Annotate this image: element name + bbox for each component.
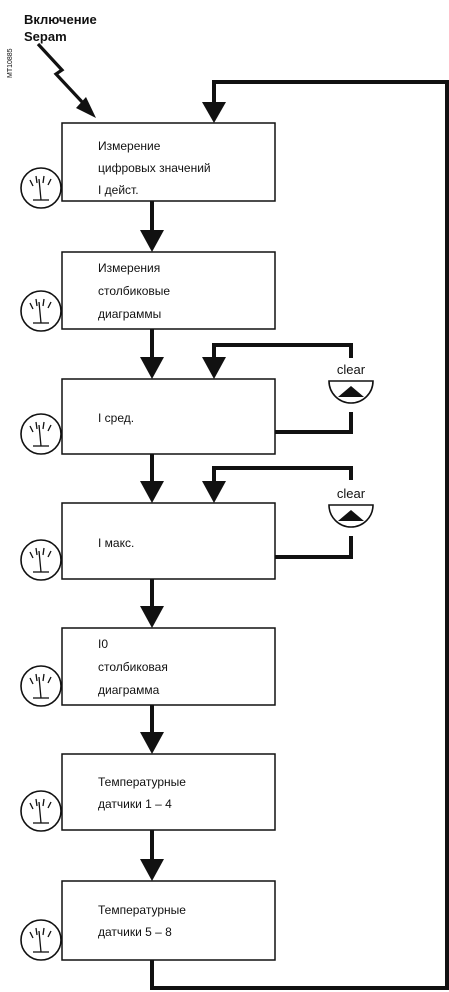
clear-button-label: clear: [337, 486, 366, 501]
menu-step-2: Измерения столбиковые диаграммы: [20, 251, 276, 332]
clear-button-label: clear: [337, 362, 366, 377]
power-on-label-line1: Включение: [24, 12, 97, 27]
step-label-line: Измерения: [98, 261, 160, 275]
step-label-line: Температурные: [98, 775, 186, 789]
step-label-line: I сред.: [98, 411, 134, 425]
flow-arrow: [140, 579, 164, 628]
flow-arrow: [140, 454, 164, 503]
step-label-line: I дейст.: [98, 183, 139, 197]
step-box: [61, 378, 276, 455]
analog-meter-icon: [20, 167, 62, 209]
step-label-line: диаграммы: [98, 307, 161, 321]
step-label-line: датчики 1 – 4: [98, 797, 172, 811]
step-box: [61, 251, 276, 330]
step-label-line: Температурные: [98, 903, 186, 917]
step-label-line: столбиковые: [98, 284, 170, 298]
menu-step-5: I0 столбиковая диаграмма: [20, 627, 276, 707]
step-label-line: цифровых значений: [98, 161, 211, 175]
step-box: [61, 122, 276, 202]
step-box: [61, 880, 276, 961]
clear-button[interactable]: clear: [328, 362, 374, 404]
clear-loop-line: [202, 466, 353, 559]
figure-code: MT10885: [7, 48, 14, 78]
power-on-label-line2: Sepam: [24, 29, 67, 44]
step-box: [61, 753, 276, 831]
flow-arrow: [140, 201, 164, 252]
menu-step-3: I сред.: [20, 378, 276, 455]
analog-meter-icon: [20, 539, 62, 581]
triangle-up-icon: [338, 510, 364, 521]
step-label-line: датчики 5 – 8: [98, 925, 172, 939]
step-label-line: I0: [98, 637, 108, 651]
clear-loop-line: [202, 343, 353, 434]
step-label-line: I макс.: [98, 536, 134, 550]
menu-step-4: I макс.: [20, 502, 276, 581]
analog-meter-icon: [20, 919, 62, 961]
analog-meter-icon: [20, 413, 62, 455]
lightning-bolt-icon: [36, 42, 96, 118]
menu-step-1: Измерение цифровых значений I дейст.: [20, 122, 276, 209]
step-box: [61, 627, 276, 706]
step-label-line: Измерение: [98, 139, 161, 153]
flow-arrow: [140, 329, 164, 379]
analog-meter-icon: [20, 665, 62, 707]
analog-meter-icon: [20, 290, 62, 332]
return-loop-line: [150, 80, 449, 990]
step-box: [61, 502, 276, 580]
menu-step-7: Температурные датчики 5 – 8: [20, 880, 276, 961]
menu-step-6: Температурные датчики 1 – 4: [20, 753, 276, 832]
step-label-line: столбиковая: [98, 660, 168, 674]
flow-arrow: [140, 830, 164, 881]
step-label-line: диаграмма: [98, 683, 160, 697]
triangle-up-icon: [338, 386, 364, 397]
clear-button[interactable]: clear: [328, 486, 374, 528]
analog-meter-icon: [20, 790, 62, 832]
flow-arrow: [140, 705, 164, 754]
